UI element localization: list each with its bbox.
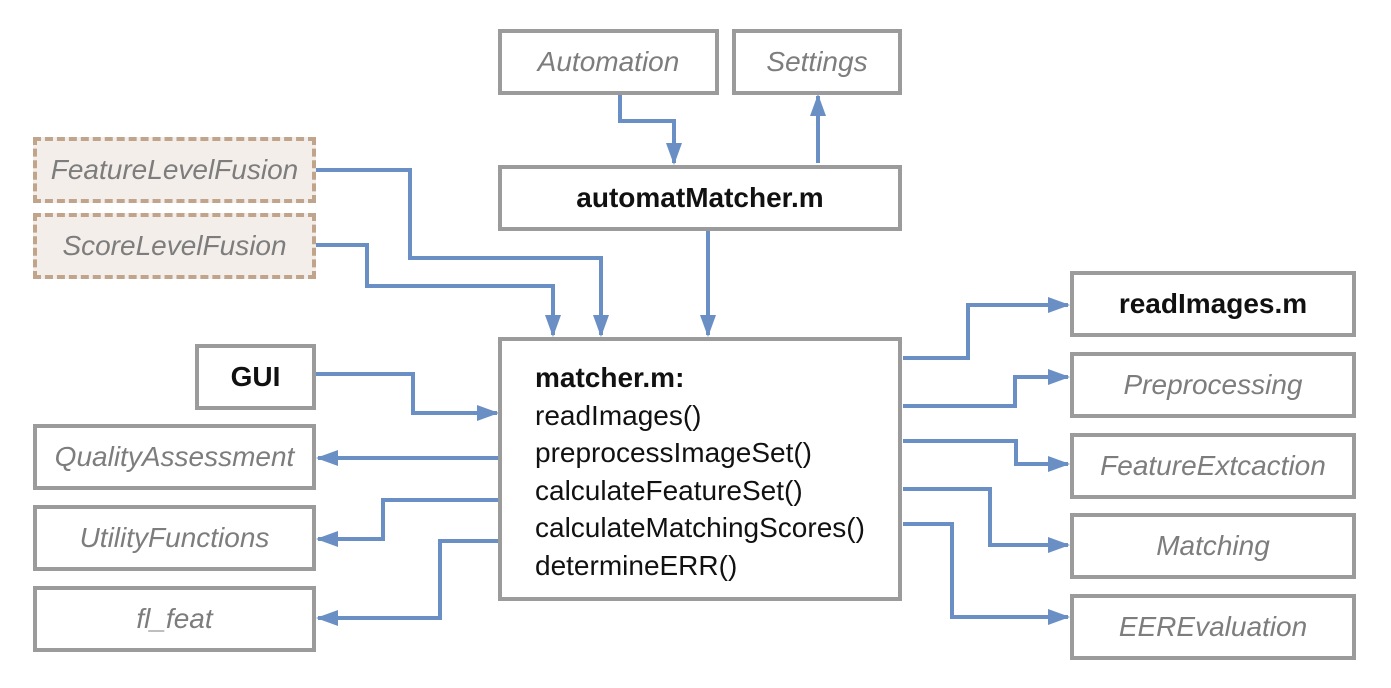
arrow-matcher-to-eerevaluation bbox=[903, 522, 1070, 625]
featurelevelfusion-label: FeatureLevelFusion bbox=[50, 154, 299, 185]
arrow-matcher-to-flfeat bbox=[316, 539, 499, 626]
matcher-box: matcher.m: readImages() preprocessImageS… bbox=[498, 337, 902, 601]
arrow-gui-to-matcher bbox=[314, 372, 499, 421]
matcher-function: calculateFeatureSet() bbox=[535, 474, 803, 506]
matching-label: Matching bbox=[1156, 530, 1270, 561]
flfeat-label: fl_feat bbox=[136, 603, 213, 634]
featureextraction-label: FeatureExtcaction bbox=[1100, 450, 1326, 481]
settings-label: Settings bbox=[766, 46, 868, 77]
matcher-function: readImages() bbox=[535, 399, 702, 431]
arrow-featurelevelfusion-to-matcher bbox=[314, 168, 609, 337]
automatmatcher-box: automatMatcher.m bbox=[498, 165, 902, 231]
gui-box: GUI bbox=[195, 344, 316, 410]
eerevaluation-box: EEREvaluation bbox=[1070, 594, 1356, 660]
preprocessing-box: Preprocessing bbox=[1070, 352, 1356, 418]
automation-box: Automation bbox=[498, 29, 719, 95]
eerevaluation-label: EEREvaluation bbox=[1118, 611, 1308, 642]
utilityfunctions-box: UtilityFunctions bbox=[33, 505, 316, 571]
matcher-function: determineERR() bbox=[535, 549, 738, 581]
matcher-function: preprocessImageSet() bbox=[535, 437, 813, 468]
matching-box: Matching bbox=[1070, 513, 1356, 579]
featurelevelfusion-box: FeatureLevelFusion bbox=[33, 137, 316, 203]
readimages-label: readImages.m bbox=[1118, 288, 1308, 319]
arrow-matcher-to-preprocessing bbox=[903, 369, 1070, 408]
arrow-matcher-to-featureextraction bbox=[903, 439, 1070, 472]
arrow-matcher-to-readimages bbox=[903, 297, 1070, 360]
qualityassessment-label: QualityAssessment bbox=[54, 441, 295, 472]
settings-box: Settings bbox=[732, 29, 902, 95]
gui-label: GUI bbox=[230, 361, 281, 392]
matcher-function: calculateMatchingScores() bbox=[535, 512, 865, 543]
featureextraction-box: FeatureExtcaction bbox=[1070, 433, 1356, 499]
readimages-box: readImages.m bbox=[1070, 271, 1356, 337]
qualityassessment-box: QualityAssessment bbox=[33, 424, 316, 490]
arrow-matcher-to-matching bbox=[903, 487, 1070, 553]
scorelevelfusion-box: ScoreLevelFusion bbox=[33, 213, 316, 279]
utilityfunctions-label: UtilityFunctions bbox=[79, 522, 270, 553]
automatmatcher-label: automatMatcher.m bbox=[576, 182, 824, 213]
flfeat-box: fl_feat bbox=[33, 586, 316, 652]
preprocessing-label: Preprocessing bbox=[1123, 369, 1303, 400]
arrow-matcher-to-utilityfunctions bbox=[316, 498, 499, 547]
arrow-automation-to-automatmatcher bbox=[618, 94, 682, 165]
matcher-title: matcher.m: bbox=[535, 362, 685, 393]
automation-label: Automation bbox=[537, 46, 680, 77]
arrow-scorelevelfusion-to-matcher bbox=[314, 243, 561, 337]
scorelevelfusion-label: ScoreLevelFusion bbox=[62, 230, 287, 261]
